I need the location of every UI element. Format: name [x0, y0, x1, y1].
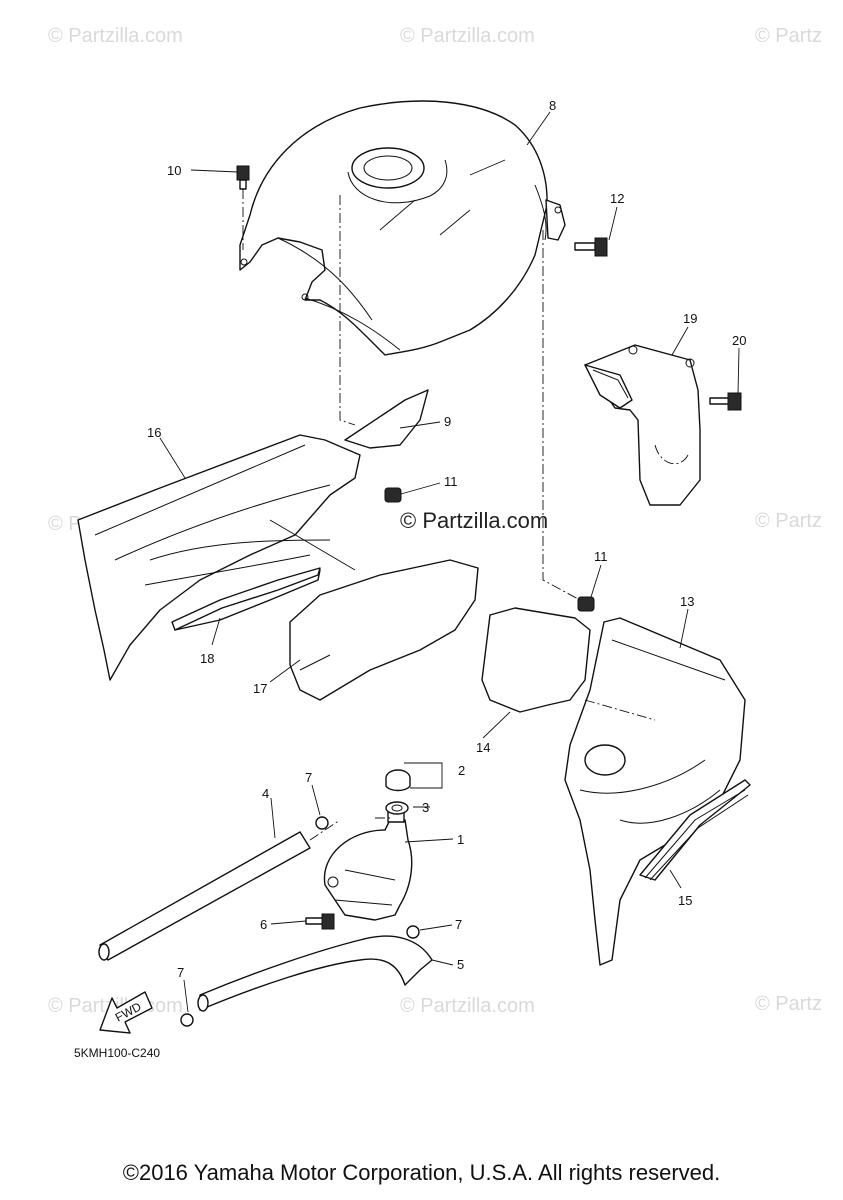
part-7-clamp	[315, 816, 329, 830]
diagram-code: 5KMH100-C240	[74, 1046, 160, 1060]
watermark: © Partz	[755, 25, 822, 47]
callout-20: 20	[732, 333, 746, 348]
callout-4: 4	[262, 786, 269, 801]
callout-13: 13	[680, 594, 694, 609]
watermark: © Partzilla.com	[400, 25, 535, 47]
callout-8: 8	[549, 98, 556, 113]
assembly-line	[542, 230, 581, 601]
part-18-strip	[171, 567, 321, 631]
part-3-seal	[385, 801, 409, 815]
callout-16: 16	[147, 425, 161, 440]
callout-17: 17	[253, 681, 267, 696]
part-7-clamp	[180, 1013, 194, 1027]
part-11-grommet	[577, 596, 595, 612]
callout-14: 14	[476, 740, 490, 755]
callout-9: 9	[444, 414, 451, 429]
part-10-screw	[236, 165, 250, 250]
part-11-grommet	[384, 487, 402, 503]
part-5-hose	[197, 935, 433, 1012]
callout-2: 2	[458, 763, 465, 778]
assembly-line	[339, 195, 356, 426]
part-2-cap	[385, 769, 411, 792]
part-4-hose	[98, 819, 341, 961]
watermark-center: © Partzilla.com	[400, 508, 548, 533]
callout-1: 1	[457, 832, 464, 847]
callout-7: 7	[177, 965, 184, 980]
callout-5: 5	[457, 957, 464, 972]
leader-lines	[159, 111, 740, 1013]
part-14-panel	[481, 607, 591, 713]
watermark: © Partzilla.com	[48, 25, 183, 47]
watermark: © Partzilla.com	[400, 995, 535, 1017]
callout-11: 11	[594, 549, 608, 564]
callout-6: 6	[260, 917, 267, 932]
callout-7: 7	[305, 770, 312, 785]
part-17-panel	[289, 559, 479, 701]
watermark: © Partz	[755, 510, 822, 532]
callout-11: 11	[444, 474, 458, 489]
callout-15: 15	[678, 893, 692, 908]
part-1-reservoir	[323, 807, 413, 921]
part-20-bolt	[709, 392, 742, 411]
part-9-pad	[344, 389, 429, 449]
callout-18: 18	[200, 651, 214, 666]
callout-10: 10	[167, 163, 181, 178]
watermark: © Partz	[755, 993, 822, 1015]
part-12-bolt	[574, 237, 608, 257]
part-13-right-side-cover	[564, 617, 746, 966]
callout-3: 3	[422, 800, 429, 815]
part-19-duct	[584, 344, 701, 506]
part-6-bolt	[305, 913, 335, 930]
callout-7: 7	[455, 917, 462, 932]
copyright-footer: ©2016 Yamaha Motor Corporation, U.S.A. A…	[122, 1160, 721, 1185]
callouts: 1 2 3 4 5 6 7 7 7 8 9 10 11 11 12 13 14 …	[147, 98, 746, 980]
part-7-clamp	[406, 925, 420, 939]
callout-19: 19	[683, 311, 697, 326]
part-15-strip	[639, 779, 751, 881]
callout-12: 12	[610, 191, 624, 206]
part-8-tank-cover	[239, 100, 566, 356]
